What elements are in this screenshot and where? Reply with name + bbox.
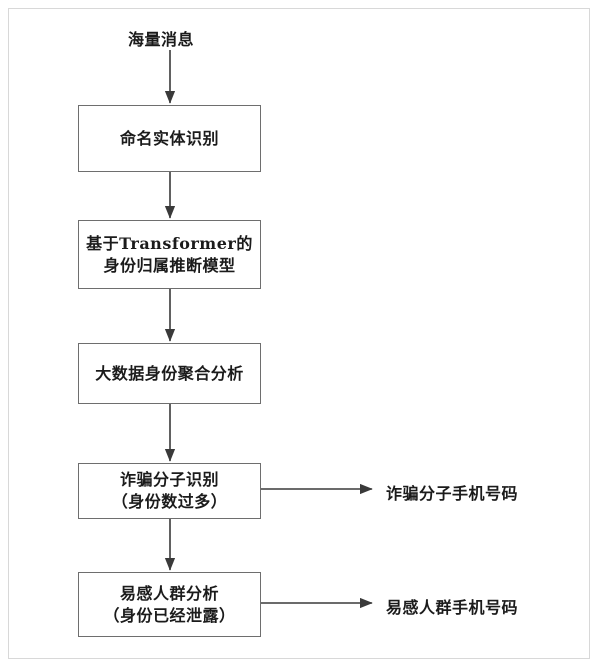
- node-bigdata-aggregation[interactable]: 大数据身份聚合分析: [78, 343, 261, 404]
- output-label-vulnerable-group-phone-numbers: 易感人群手机号码: [386, 598, 519, 617]
- node-transformer-model-line-2: 身份归属推断模型: [103, 255, 236, 275]
- node-fraudster-detection-line-2: （身份数过多）: [111, 492, 228, 511]
- node-transformer-model-line-1: 基于Transformer的: [86, 233, 253, 253]
- node-ner-line-1: 命名实体识别: [119, 128, 219, 148]
- node-vulnerable-group-analysis-line-1: 易感人群分析: [119, 583, 219, 603]
- node-fraudster-detection-line-1: 诈骗分子识别: [119, 470, 219, 490]
- node-bigdata-aggregation-line-1: 大数据身份聚合分析: [95, 363, 244, 383]
- node-vulnerable-group-analysis-line-2: （身份已经泄露）: [103, 605, 236, 625]
- node-vulnerable-group-analysis[interactable]: 易感人群分析 （身份已经泄露）: [78, 572, 261, 637]
- output-label-fraudster-phone-numbers: 诈骗分子手机号码: [386, 484, 519, 503]
- source-label-massive-messages: 海量消息: [128, 30, 195, 49]
- node-fraudster-detection[interactable]: 诈骗分子识别 （身份数过多）: [78, 463, 261, 519]
- node-transformer-model[interactable]: 基于Transformer的 身份归属推断模型: [78, 220, 261, 289]
- node-ner[interactable]: 命名实体识别: [78, 105, 261, 172]
